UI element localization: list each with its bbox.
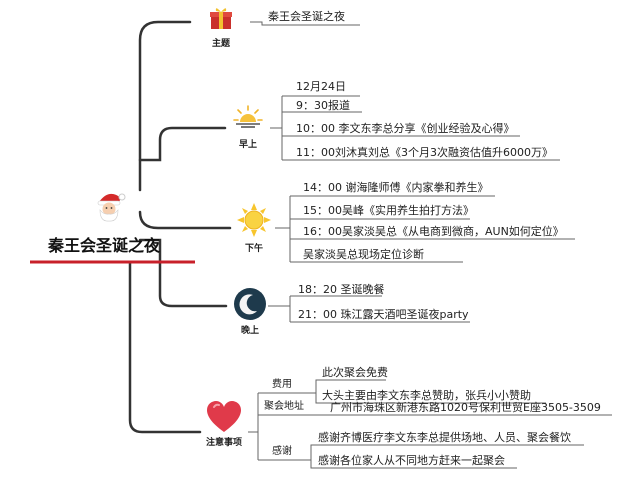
moon-icon <box>233 287 267 321</box>
morning-item: 10：00 李文东李总分享《创业经验及心得》 <box>296 122 515 135</box>
afternoon-item: 15：00吴峰《实用养生拍打方法》 <box>303 204 474 217</box>
afternoon-item: 14：00 谢海隆师傅《内家拳和养生》 <box>303 181 489 194</box>
evening-item: 21：00 珠江露天酒吧圣诞夜party <box>298 308 469 321</box>
heart-icon <box>206 400 242 434</box>
notes-item: 感谢各位家人从不同地方赶来一起聚会 <box>318 454 505 467</box>
notes-group-thanks: 感谢 <box>272 446 292 457</box>
morning-item: 12月24日 <box>296 80 346 93</box>
sun-icon <box>236 202 272 238</box>
evening-item: 18：20 圣诞晚餐 <box>298 283 385 296</box>
sunrise-icon <box>233 104 263 130</box>
notes-group-fee: 费用 <box>272 379 292 390</box>
notes-item: 感谢齐博医疗李文东李总提供场地、人员、聚会餐饮 <box>318 431 571 444</box>
notes-group-address: 聚会地址 <box>264 401 304 412</box>
morning-item: 9：30报道 <box>296 99 350 112</box>
branch-label-evening: 晚上 <box>240 326 259 336</box>
branch-label-notes: 注意事项 <box>205 438 242 448</box>
notes-item: 广州市海珠区新港东路1020号保利世贸E座3505-3509 <box>330 401 601 414</box>
root-title: 秦王会圣诞之夜 <box>48 236 161 255</box>
notes-item: 大头主要由李文东李总赞助，张兵小小赞助 <box>322 389 531 402</box>
branch-label-theme: 主题 <box>211 39 230 49</box>
morning-item: 11：00刘沐真刘总《3个月3次融资估值升6000万》 <box>296 146 553 159</box>
santa-icon <box>92 188 126 222</box>
notes-item: 此次聚会免费 <box>322 366 388 379</box>
afternoon-item: 吴家淡吴总现场定位诊断 <box>303 248 424 261</box>
branch-label-morning: 早上 <box>238 140 257 150</box>
afternoon-item: 16：00吴家淡吴总《从电商到微商，AUN如何定位》 <box>303 225 564 238</box>
theme-item: 秦王会圣诞之夜 <box>268 10 345 23</box>
branch-label-afternoon: 下午 <box>244 244 263 254</box>
gift-icon <box>208 5 234 31</box>
